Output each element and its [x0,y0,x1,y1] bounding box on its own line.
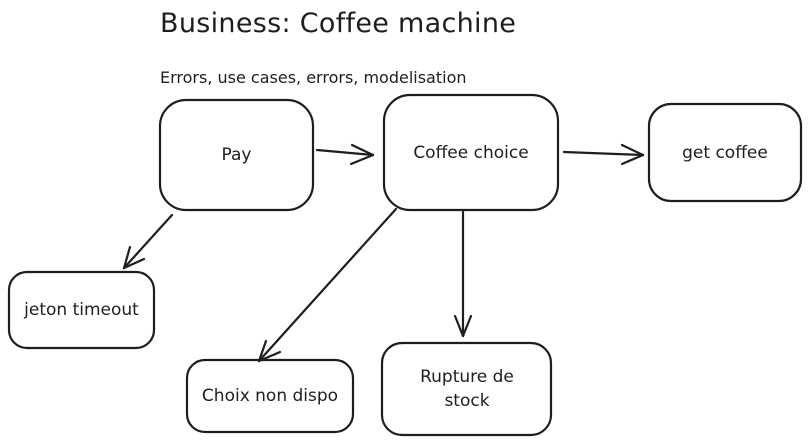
diagram-title: Business: Coffee machine [160,8,517,39]
arrow-pay-to-coffee-choice [315,143,375,166]
node-box-get-coffee [647,102,803,203]
node-box-coffee-choice [382,93,560,212]
node-box-rupture-de-stock [380,341,553,437]
arrow-pay-to-jeton-timeout [122,213,174,270]
node-box-jeton-timeout [7,270,156,350]
node-box-choix-non-dispo [185,358,355,434]
node-jeton-timeout: jeton timeout [24,300,139,320]
node-rupture-de-stock: Rupture de stock [420,367,514,411]
node-pay: Pay [221,145,252,165]
node-box-pay [158,98,315,212]
arrow-coffee-choice-to-rupture-de-stock [453,210,473,338]
node-coffee-choice: Coffee choice [413,142,529,163]
node-get-coffee: get coffee [682,142,768,163]
node-choix-non-dispo: Choix non dispo [201,386,339,406]
arrow-coffee-choice-to-choix-non-dispo [257,207,398,363]
arrow-coffee-choice-to-get-coffee [562,143,645,166]
diagram-subtitle: Errors, use cases, errors, modelisation [160,68,467,87]
